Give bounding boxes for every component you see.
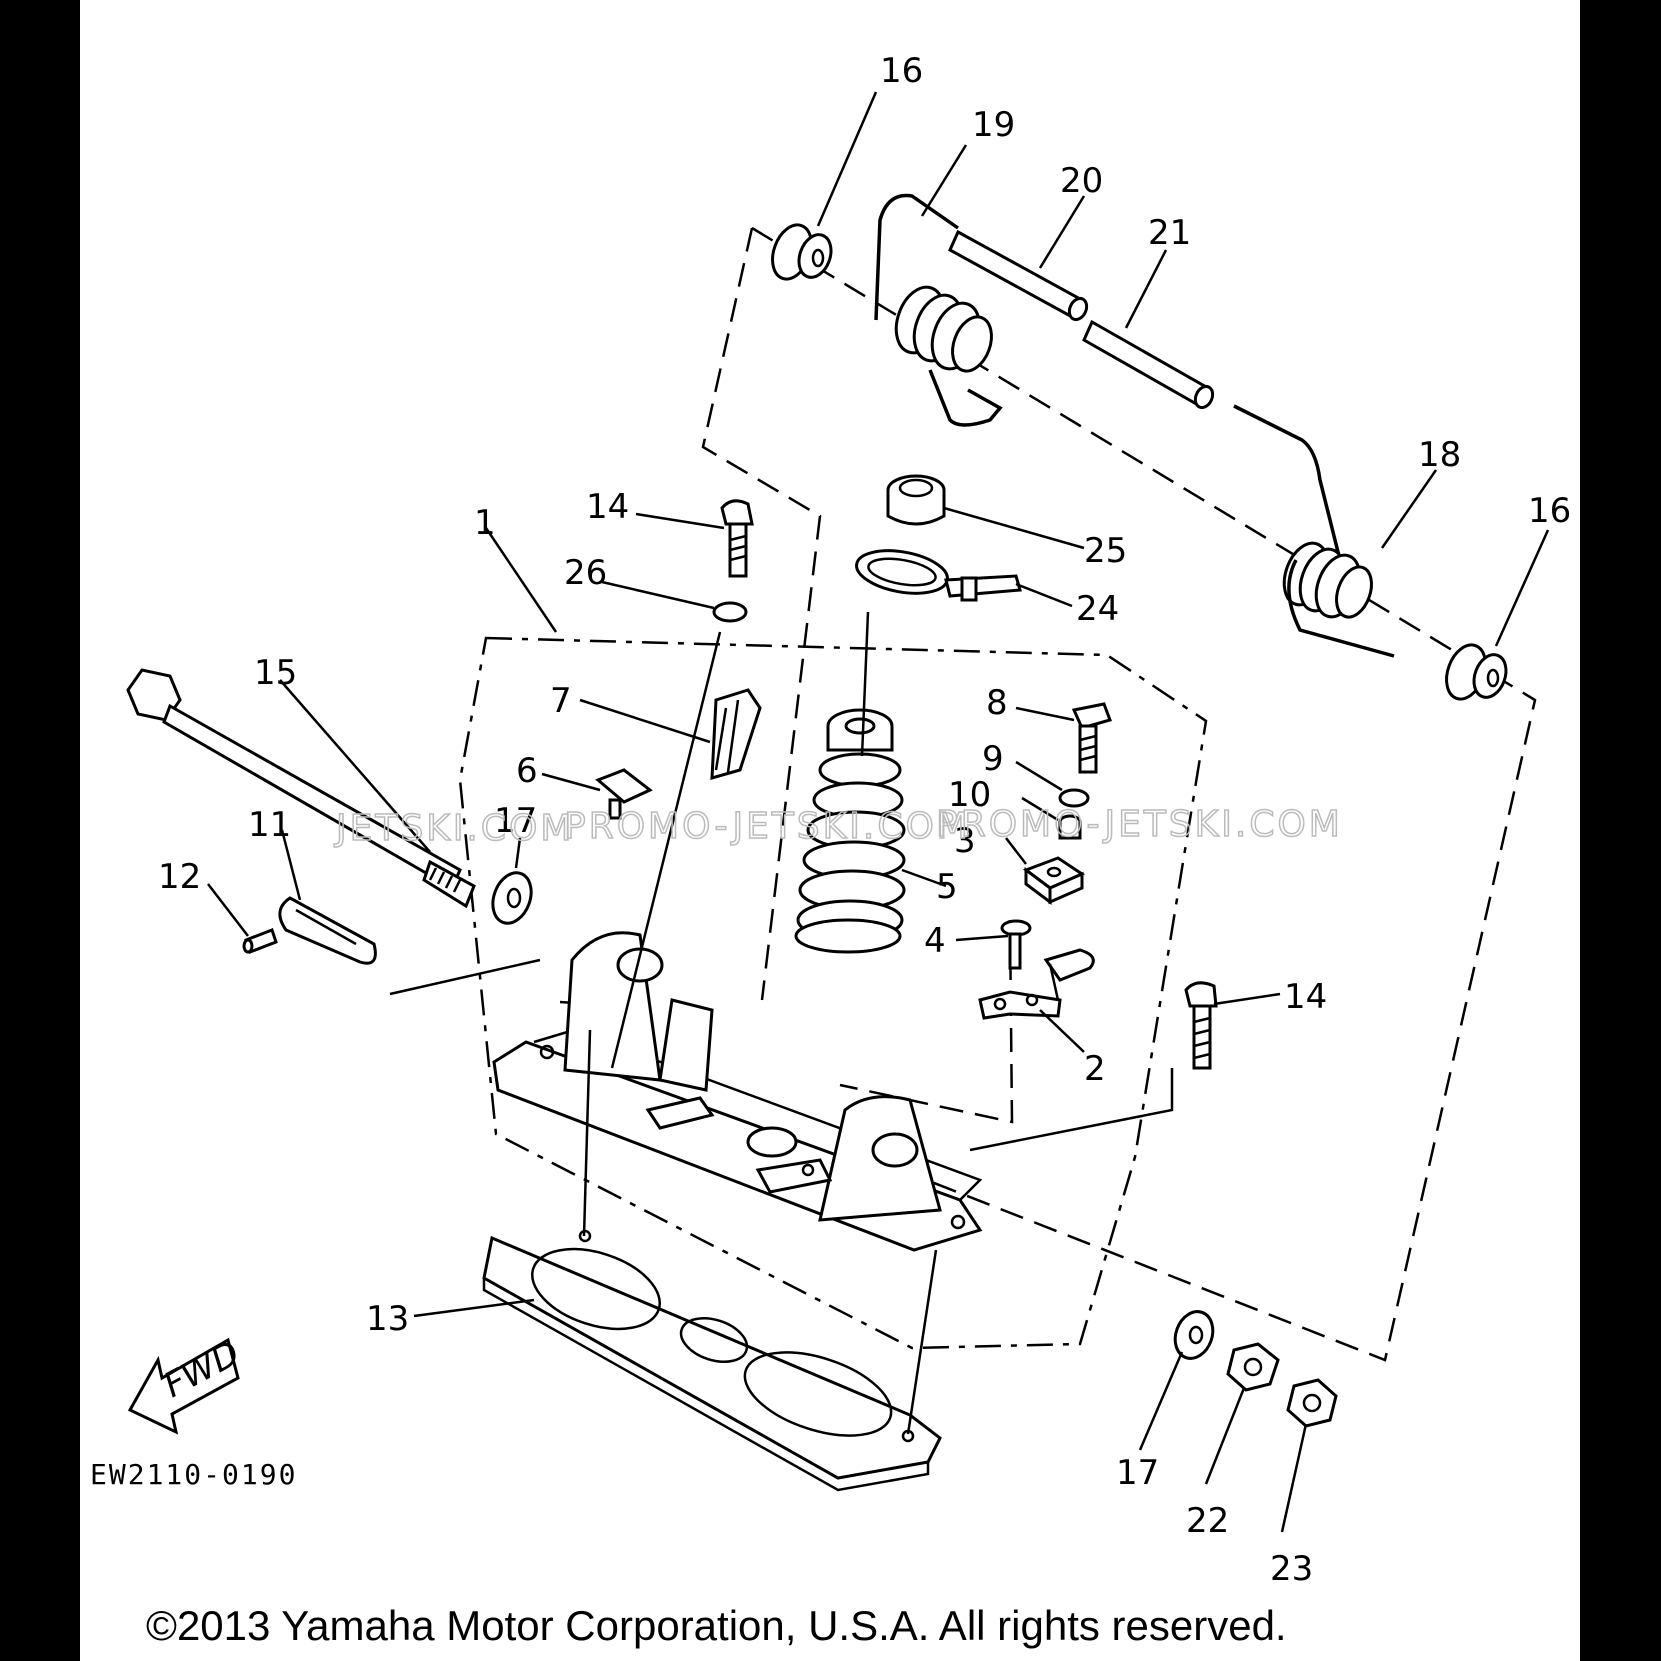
callout-18: 18: [1418, 435, 1461, 475]
callout-26: 26: [564, 553, 607, 593]
tube-20: [948, 229, 1089, 322]
clip-7: [710, 688, 762, 781]
bolt-14-right: [1184, 981, 1218, 1070]
nut-22: [1226, 1342, 1280, 1392]
washer-17-right: [1173, 1310, 1215, 1360]
callout-labels: 16 19 20 21 18 16 1 14 26 25 24 15 7 6 8…: [158, 51, 1571, 1589]
torsion-spring-18: [1233, 404, 1395, 658]
watermark-1: JETSKI.COM: [334, 808, 574, 849]
callout-7: 7: [550, 681, 572, 721]
washer-9: [1058, 788, 1090, 808]
watermark-2: PROMO-JETSKI.COM: [564, 806, 971, 847]
callout-24: 24: [1076, 589, 1119, 629]
callout-8: 8: [986, 683, 1008, 723]
callout-17-left: 17: [494, 801, 537, 841]
callout-14-top: 14: [586, 487, 629, 527]
torsion-spring-19: [874, 193, 1003, 427]
assembly-group-outline: [458, 226, 1537, 1362]
tube-21: [1082, 319, 1215, 410]
callout-22: 22: [1186, 1501, 1229, 1541]
callout-16-right: 16: [1528, 491, 1571, 531]
callout-14-right: 14: [1284, 977, 1327, 1017]
slot-plate-11: [278, 896, 377, 965]
callout-5: 5: [936, 867, 958, 907]
washer-26: [712, 601, 748, 623]
callout-16-top: 16: [880, 51, 923, 91]
watermark-3: PROMO-JETSKI.COM: [936, 804, 1343, 845]
collar-10: [1058, 814, 1082, 840]
washer-17-left: [491, 871, 533, 925]
leader-lines: [207, 91, 1550, 1533]
callout-23: 23: [1270, 1549, 1313, 1589]
callout-3: 3: [954, 821, 976, 861]
bolt-8: [1071, 702, 1112, 774]
callout-13: 13: [366, 1299, 409, 1339]
callout-4: 4: [924, 921, 946, 961]
block-3: [1022, 856, 1086, 905]
base-plate: [492, 931, 983, 1252]
callout-1: 1: [474, 503, 496, 543]
screw-4: [1000, 919, 1032, 970]
callout-15: 15: [254, 653, 297, 693]
callout-2: 2: [1084, 1049, 1106, 1089]
long-bolt: [126, 668, 476, 909]
rubber-boot: [794, 708, 906, 954]
bolt-14-top: [720, 499, 754, 578]
drawing-code: EW2110-0190: [90, 1458, 297, 1491]
callout-11: 11: [248, 805, 291, 845]
callout-6: 6: [516, 751, 538, 791]
bushing-16-top: [771, 223, 833, 281]
callout-12: 12: [158, 857, 201, 897]
copyright-notice: ©2013 Yamaha Motor Corporation, U.S.A. A…: [146, 1602, 1287, 1649]
callout-21: 21: [1148, 213, 1191, 253]
hose-clamp: [855, 549, 1022, 602]
pin-12: [242, 928, 278, 954]
cap: [886, 474, 946, 526]
callout-25: 25: [1084, 531, 1127, 571]
bushing-16-right: [1445, 643, 1508, 701]
callout-17-right: 17: [1116, 1453, 1159, 1493]
nut-23: [1286, 1378, 1338, 1428]
callout-19: 19: [972, 105, 1015, 145]
callout-9: 9: [982, 739, 1004, 779]
callout-20: 20: [1060, 161, 1103, 201]
watermark-group: JETSKI.COM PROMO-JETSKI.COM PROMO-JETSKI…: [333, 803, 1343, 850]
fitting-6: [595, 768, 653, 820]
callout-10: 10: [948, 775, 991, 815]
